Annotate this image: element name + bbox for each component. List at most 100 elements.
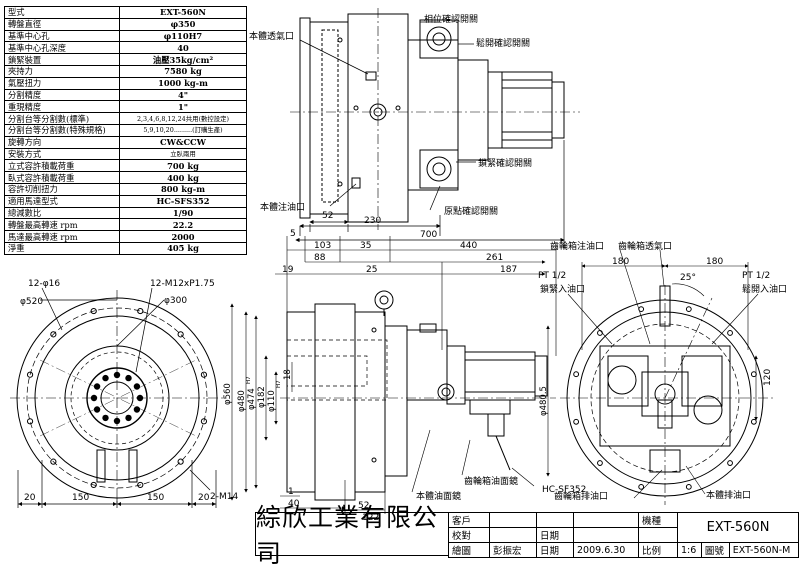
label-air-vent: 本體透氣口 [249,30,294,42]
rear-hole [573,418,580,425]
mounting-hole [137,481,144,489]
tol-d110: H7 [276,380,282,388]
label-m12: 12-M12xP1.75 [150,279,215,289]
dim-d474: φ474 [247,388,257,410]
rear-view [560,249,775,505]
rear-hole [597,460,603,466]
model-label: 機種 [638,512,678,528]
label-lock-in: 鎖緊入油口 [540,283,585,295]
dim-front-150a: 150 [72,493,89,503]
tapped-hole [102,374,109,382]
dim-side-187: 187 [500,265,517,275]
spec-value: 405 kg [119,241,247,255]
mounting-hole [177,458,184,465]
spec-value: 2,3,4,6,8,12,24共用(數控設定) [119,112,247,125]
spec-label: 分割精度 [4,88,120,102]
scale-label: 比例 [638,542,678,558]
front-view-labels: 12-φ16 12-M12xP1.75 φ520 φ300 2-M14 20 1… [20,279,238,503]
dim-front-150b: 150 [147,493,164,503]
mounting-hole [137,307,144,315]
side-view [230,236,557,514]
tapped-hole [113,371,121,379]
company-name: 綜欣工業有限公司 [255,503,449,568]
dim-side-88: 88 [314,253,326,263]
scale-value: 1:6 [677,542,702,558]
label-gearbox-drain-side: 齒輪箱排油口 [554,490,608,502]
dim-rear-angle: 25° [680,273,696,283]
tapped-hole [125,374,132,382]
tapped-hole [93,383,101,390]
spec-row: 分割台等分割數(標準)2,3,4,6,8,12,24共用(數控設定) [4,112,247,125]
mounting-hole [50,458,57,465]
mounting-hole [90,307,97,315]
dim-front-20b: 20 [198,493,210,503]
dim-side-103: 103 [314,241,331,251]
rear-hole [638,483,645,490]
tapped-hole [102,414,109,422]
label-gear-oil-in: 齒輪箱注油口 [550,240,604,252]
label-release-confirm: 鬆開確認開關 [476,37,530,49]
mounting-hole [26,418,34,425]
date-value-1 [573,527,639,543]
dim-side-5: 5 [290,229,296,239]
tol-d480: H7 [246,376,252,384]
label-origin-confirm: 原點確認開關 [444,205,498,217]
label-body-drain: 本體排油口 [706,489,751,501]
rear-hole [685,306,692,313]
date-value-2: 2009.6.30 [573,542,639,558]
spec-label: 轉盤直徑 [4,17,120,31]
top-view-labels: 本體透氣口 相位確認開關 鬆開確認開關 鎖緊確認開關 本體注油口 原點確認開關 … [249,13,532,240]
label-lock-confirm: 鎖緊確認開關 [478,157,532,169]
side-view-labels: 5 103 35 440 88 261 19 25 187 1 40 52 12… [223,229,608,523]
label-oil-inlet: 本體注油口 [260,201,305,213]
spec-label: 型式 [4,6,120,19]
spec-value: 1" [119,100,247,114]
label-pt-right: PT 1/2 [742,271,770,281]
blank-cell [638,527,678,543]
spec-value: EXT-560N [119,6,247,19]
tapped-hole [133,406,141,413]
rear-hole [685,483,692,490]
spec-label: 分割台等分割數(標準) [4,112,120,125]
title-block: 綜欣工業有限公司 客戶 機種 EXT-560N 校對 日期 繪圖 彭振宏 日期 [255,503,800,568]
spec-value: 油壓35kg/cm² [119,53,247,66]
mounting-hole [177,331,184,338]
mounting-hole [200,418,208,425]
dim-18: 18 [283,369,293,380]
dim-front-20a: 20 [24,493,36,503]
rear-hole [727,460,733,466]
dim-side-35: 35 [360,241,371,251]
label-oil-window: 本體油面鏡 [416,490,461,502]
dim-side-40: 40 [288,499,300,509]
label-gear-air: 齒輪箱透氣口 [618,240,672,252]
dim-d560: φ560 [223,383,233,405]
dim-top-230: 230 [364,216,381,226]
label-d300: φ300 [164,296,187,306]
model-value: EXT-560N [677,512,799,543]
rear-hole [750,418,757,425]
dim-top-700: 700 [420,230,437,240]
dim-rear-180b: 180 [706,257,723,267]
tapped-hole [113,417,121,425]
label-pt-left: PT 1/2 [538,271,566,281]
label-phase-confirm: 相位確認開關 [424,13,478,25]
spec-label: 氣壓扭力 [4,76,120,90]
mounting-hole [200,371,208,378]
spec-value: φ350 [119,17,247,31]
rear-view-labels: 齒輪箱注油口 齒輪箱透氣口 PT 1/2 PT 1/2 鎖緊入油口 鬆開入油口 … [538,240,787,501]
blank-cell [573,512,639,528]
date-label-1: 日期 [536,527,574,543]
drawing-no-value: EXT-560N-M [728,542,800,558]
date-label-2: 日期 [536,542,574,558]
dim-d480: φ480 [237,390,247,412]
dim-d110: φ110 [267,390,277,412]
mounting-hole [50,331,57,338]
dim-side-1: 1 [288,487,294,497]
